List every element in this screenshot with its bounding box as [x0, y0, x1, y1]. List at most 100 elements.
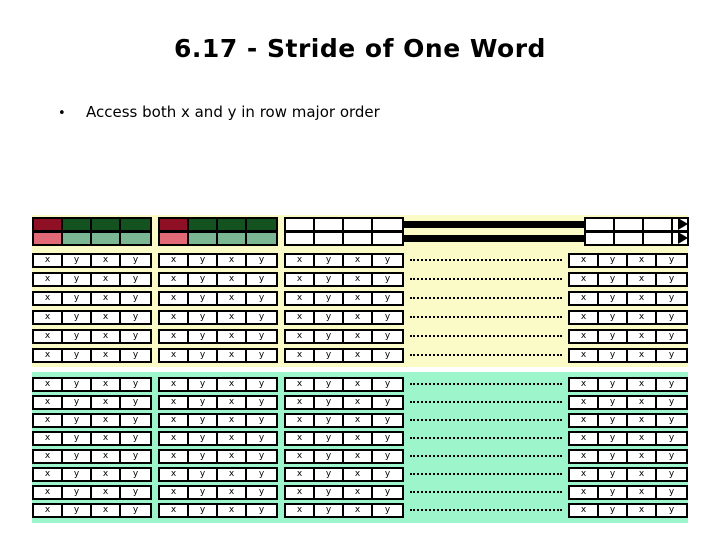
memory-cell: y — [189, 414, 218, 426]
memory-cell: y — [121, 349, 150, 361]
memory-cell: y — [315, 311, 344, 323]
memory-cell — [344, 218, 373, 230]
memory-cell: y — [189, 330, 218, 342]
memory-cell: y — [247, 414, 276, 426]
memory-cell: x — [570, 378, 599, 390]
memory-cell: x — [34, 432, 63, 444]
memory-cell: x — [218, 468, 247, 480]
memory-cell: x — [92, 414, 121, 426]
memory-cell — [160, 232, 189, 244]
memory-cell: y — [189, 486, 218, 498]
memory-cell: y — [189, 349, 218, 361]
memory-cell: x — [92, 273, 121, 285]
memory-cell: y — [599, 292, 628, 304]
memory-cell: x — [628, 432, 657, 444]
ellipsis-connector — [410, 296, 562, 300]
memory-cell: y — [247, 273, 276, 285]
memory-cell — [34, 232, 63, 244]
pointer-row-2 — [32, 230, 689, 246]
arrow-head-icon — [678, 218, 688, 230]
memory-cell — [586, 218, 615, 230]
memory-cell — [315, 232, 344, 244]
memory-cell: y — [315, 378, 344, 390]
memory-cell: x — [344, 378, 373, 390]
memory-cell: y — [657, 311, 686, 323]
memory-cell — [160, 218, 189, 230]
memory-cell: x — [160, 292, 189, 304]
memory-cell: x — [34, 273, 63, 285]
memory-cell: x — [286, 450, 315, 462]
memory-cell: y — [315, 396, 344, 408]
memory-cell: y — [657, 292, 686, 304]
memory-cell: y — [315, 432, 344, 444]
memory-cell: x — [218, 414, 247, 426]
memory-cell: x — [160, 468, 189, 480]
memory-cell: x — [344, 396, 373, 408]
memory-cell: y — [189, 311, 218, 323]
memory-cell: x — [218, 378, 247, 390]
memory-cell: x — [286, 396, 315, 408]
memory-cell: x — [286, 330, 315, 342]
memory-cell: y — [121, 486, 150, 498]
memory-cell: y — [247, 311, 276, 323]
memory-cell: y — [63, 273, 92, 285]
memory-cell: y — [657, 273, 686, 285]
memory-cell: y — [373, 450, 402, 462]
memory-cell: y — [373, 311, 402, 323]
memory-cell: x — [286, 468, 315, 480]
memory-cell: x — [344, 450, 373, 462]
memory-cell: x — [34, 254, 63, 266]
memory-cell: y — [657, 414, 686, 426]
ellipsis-connector — [410, 277, 562, 281]
memory-cell: y — [189, 254, 218, 266]
memory-cell: x — [628, 396, 657, 408]
memory-cell: y — [599, 311, 628, 323]
memory-cell: y — [247, 349, 276, 361]
memory-cell: y — [121, 396, 150, 408]
memory-cell: y — [63, 292, 92, 304]
memory-cell: y — [63, 349, 92, 361]
memory-cell: x — [218, 311, 247, 323]
memory-cell: y — [657, 396, 686, 408]
memory-cell: x — [628, 273, 657, 285]
memory-cell — [189, 232, 218, 244]
ellipsis-connector — [410, 436, 562, 440]
memory-cell: x — [344, 504, 373, 516]
word-group-3 — [284, 216, 404, 232]
memory-cell — [63, 232, 92, 244]
memory-cell — [121, 232, 150, 244]
memory-cell: x — [218, 273, 247, 285]
memory-cell: y — [121, 292, 150, 304]
memory-cell: x — [570, 311, 599, 323]
memory-cell: x — [344, 432, 373, 444]
memory-cell: y — [599, 378, 628, 390]
memory-cell: y — [189, 378, 218, 390]
memory-cell: x — [344, 486, 373, 498]
memory-cell: y — [63, 254, 92, 266]
ellipsis-connector — [410, 490, 562, 494]
pointer-connector — [404, 220, 584, 228]
